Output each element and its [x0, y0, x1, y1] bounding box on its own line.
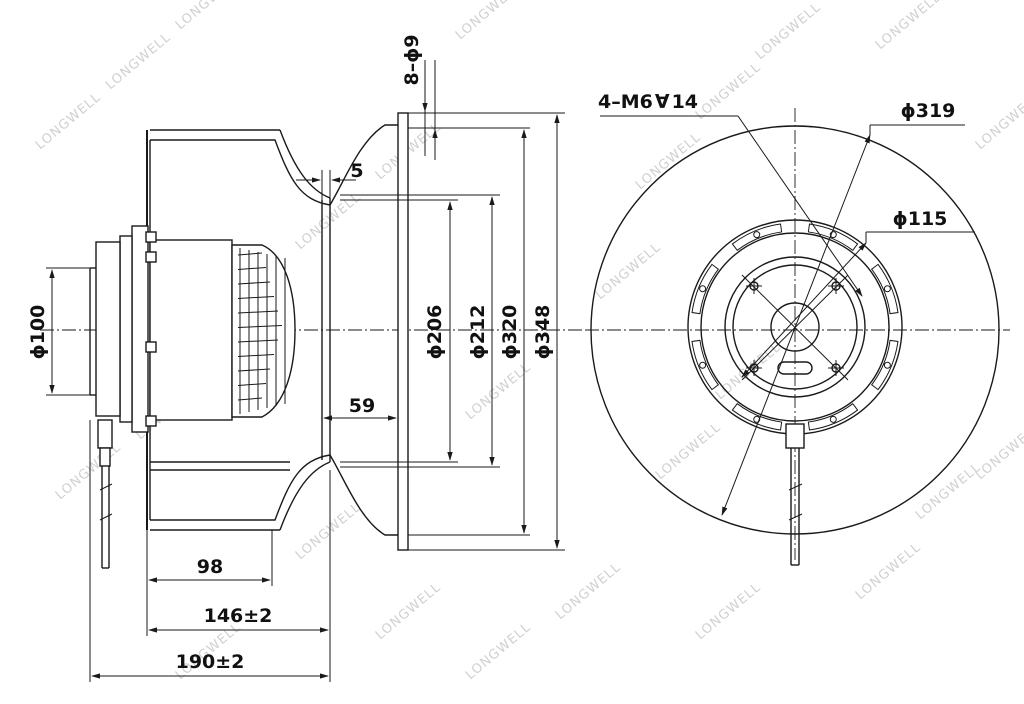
watermark-text: LONGWELL — [103, 30, 174, 93]
dim-len-98: 98 — [197, 556, 223, 578]
dim-len-146: 146±2 — [204, 605, 273, 627]
watermark-text: LONGWELL — [973, 420, 1024, 483]
dim-len-190: 190±2 — [176, 651, 245, 673]
watermark-text: LONGWELL — [693, 60, 764, 123]
dim-d348: ϕ348 — [532, 305, 554, 360]
dim-d212: ϕ212 — [467, 305, 489, 360]
dim-d319: ϕ319 — [901, 100, 956, 122]
watermark-text: LONGWELL — [693, 580, 764, 643]
dim-d320: ϕ320 — [499, 305, 521, 360]
watermark-text: LONGWELL — [463, 360, 534, 423]
dimension-labels: ϕ100 ϕ206 ϕ212 ϕ320 ϕ348 8–ϕ9 5 59 98 14… — [27, 34, 955, 673]
watermark-text: LONGWELL — [913, 460, 984, 523]
watermark-text: LONGWELL — [653, 420, 724, 483]
watermark-text: LONGWELL — [553, 560, 624, 623]
dim-8-holes: 8–ϕ9 — [401, 34, 423, 85]
watermark-text: LONGWELL — [593, 240, 664, 303]
watermark-text: LONGWELL — [633, 130, 704, 193]
dim-len-59: 59 — [349, 395, 375, 417]
dim-d100: ϕ100 — [27, 305, 49, 360]
watermark-text: LONGWELL — [853, 540, 924, 603]
watermark-text: LONGWELL — [33, 90, 104, 153]
watermark-text: LONGWELL — [463, 620, 534, 683]
watermark-text: LONGWELL — [753, 0, 824, 63]
front-view — [585, 108, 1010, 566]
dim-thread-m6: 4–M6∀14 — [598, 91, 698, 113]
dim-d115: ϕ115 — [893, 208, 948, 230]
watermark-text: LONGWELL — [173, 0, 244, 33]
watermark-text: LONGWELL — [293, 500, 364, 563]
watermark-text: LONGWELL — [973, 90, 1024, 153]
watermark-text: LONGWELL — [453, 0, 524, 43]
side-view — [40, 60, 585, 682]
watermark-text: LONGWELL — [873, 0, 944, 53]
watermark-text: LONGWELL — [53, 440, 124, 503]
dim-d206: ϕ206 — [424, 305, 446, 360]
watermark-text: LONGWELL — [373, 580, 444, 643]
watermark-text: LONGWELL — [293, 190, 364, 253]
dim-gap-5: 5 — [350, 160, 363, 182]
